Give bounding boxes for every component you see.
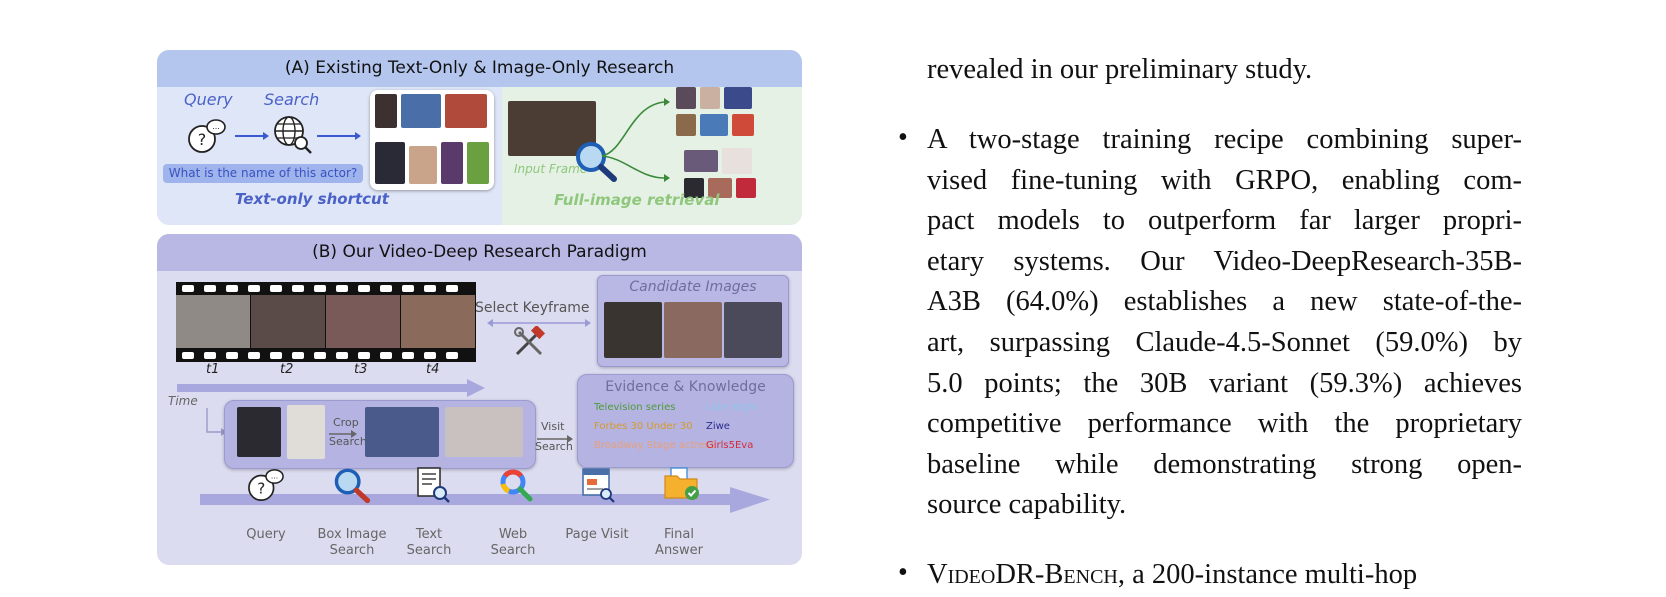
panel-b: (B) Our Video-Deep Research Paradigm t1 …	[157, 234, 802, 565]
video-frame-t3	[326, 295, 400, 348]
benchmark-name: VideoDR-Bench	[927, 559, 1118, 590]
input-frame-label: Input Frame	[514, 162, 588, 176]
video-frame-t4	[401, 295, 475, 348]
text-search-results-card	[370, 90, 494, 190]
time-arrow-icon	[177, 379, 485, 397]
tool-label-web-search: Web Search	[490, 527, 536, 558]
text-line: etary systems. Our Video-DeepResearch-35…	[927, 245, 1522, 277]
tick-t3: t3	[354, 362, 368, 377]
document-search-icon	[417, 467, 450, 503]
svg-text:?: ?	[198, 130, 207, 149]
svg-text:...: ...	[212, 122, 220, 131]
text-line: , a 200-instance multi-hop	[1117, 559, 1418, 590]
web-search-icon	[500, 469, 533, 502]
video-film-strip	[176, 282, 476, 362]
text-line: revealed in our preliminary study.	[927, 54, 1313, 85]
text-line: baseline while demonstrating strong open…	[927, 448, 1522, 480]
query-bubble-icon: ? ...	[188, 119, 226, 153]
tool-timeline-arrow-icon	[200, 487, 770, 513]
evidence-title: Evidence & Knowledge	[605, 379, 766, 395]
candidate-images-box: Candidate Images	[597, 275, 789, 367]
evidence-item: Girls5Eva	[706, 440, 754, 451]
folder-check-icon	[664, 467, 699, 500]
double-arrow-icon	[487, 319, 591, 327]
evidence-item: Late Night	[706, 402, 758, 413]
tools-icon	[514, 326, 546, 356]
evidence-item: Broadway Stage actress	[594, 440, 715, 451]
bullet-1-paragraph: A two-stage training recipe combining su…	[927, 120, 1522, 526]
query-bubble-icon: ? ...	[248, 469, 284, 502]
svg-text:...: ...	[271, 471, 278, 480]
text-line: 5.0 points; the 30B variant (59.3%) achi…	[927, 367, 1522, 399]
video-frame-t2	[251, 295, 325, 348]
arrow-icon	[537, 435, 573, 443]
branch-arrows-icon	[601, 98, 670, 182]
video-frame-t1	[176, 295, 250, 348]
crop-label: Crop	[333, 416, 359, 429]
text-line: vised fine-tuning with GRPO, enabling co…	[927, 164, 1522, 196]
crop-search-box: Crop Search	[224, 400, 536, 469]
figure: (A) Existing Text-Only & Image-Only Rese…	[157, 50, 802, 565]
text-line: A two-stage training recipe combining su…	[927, 124, 1522, 155]
tick-t1: t1	[206, 362, 220, 377]
bullet-2-paragraph: VideoDR-Bench, a 200-instance multi-hop	[927, 555, 1522, 596]
tool-label-final-answer: Final Answer	[655, 527, 703, 558]
page-visit-icon	[582, 468, 615, 503]
magnifier-icon	[334, 468, 371, 504]
panel-b-title: (B) Our Video-Deep Research Paradigm	[157, 234, 802, 271]
bullet-1-marker: •	[898, 122, 908, 153]
tool-label-box-image-search: Box Image Search	[317, 527, 387, 558]
panel-a: (A) Existing Text-Only & Image-Only Rese…	[157, 50, 802, 225]
text-line: art, surpassing Claude-4.5-Sonnet (59.0%…	[927, 326, 1522, 358]
tool-label-page-visit: Page Visit	[565, 527, 629, 542]
search-label: Search	[264, 90, 320, 109]
tick-t2: t2	[280, 362, 294, 377]
evidence-item: Forbes 30 Under 30	[594, 421, 693, 432]
bullet-2-marker: •	[898, 557, 908, 588]
full-image-retrieval-label: Full-image retrieval	[554, 191, 720, 209]
arrow-icon	[235, 132, 269, 140]
query-label: Query	[184, 90, 233, 109]
crop-search-label: Search	[329, 435, 367, 448]
tool-label-text-search: Text Search	[406, 527, 452, 558]
question-chip: What is the name of this actor?	[163, 164, 363, 183]
text-line: pact models to outperform far larger pro…	[927, 205, 1522, 237]
globe-search-icon	[274, 116, 312, 154]
panel-a-title: (A) Existing Text-Only & Image-Only Rese…	[157, 50, 802, 87]
time-label: Time	[168, 394, 198, 408]
arrow-icon	[317, 132, 361, 140]
body-text-top-line: revealed in our preliminary study.	[927, 50, 1527, 91]
arrow-icon	[329, 430, 357, 438]
text-line: competitive performance with the proprie…	[927, 408, 1522, 440]
visit-search-label: Search	[535, 440, 573, 453]
select-keyframe-label: Select Keyframe	[475, 300, 590, 316]
tool-label-query: Query	[246, 527, 286, 542]
text-only-shortcut-label: Text-only shortcut	[235, 190, 389, 208]
svg-text:?: ?	[257, 480, 265, 498]
candidate-images-title: Candidate Images	[629, 279, 757, 295]
evidence-item: Television series	[594, 402, 676, 413]
tick-t4: t4	[426, 362, 440, 377]
evidence-item: Ziwe	[706, 421, 730, 432]
text-line: source capability.	[927, 489, 1127, 521]
text-line: A3B (64.0%) establishes a new state-of-t…	[927, 286, 1522, 318]
evidence-knowledge-box: Evidence & Knowledge Television series L…	[577, 374, 794, 468]
visit-label: Visit	[541, 420, 565, 433]
